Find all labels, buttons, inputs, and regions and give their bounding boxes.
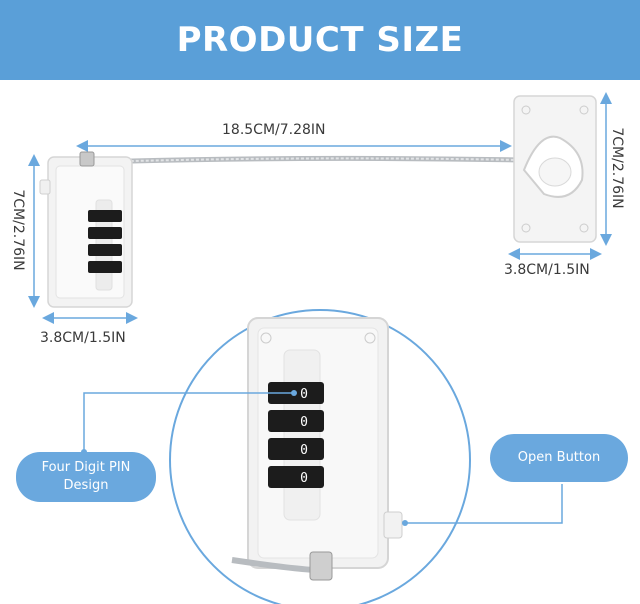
dial-digit: 0 bbox=[300, 471, 308, 486]
right-height-label: 7CM/2.76IN bbox=[609, 127, 625, 209]
pin-callout-line bbox=[83, 392, 292, 452]
dial-digit: 0 bbox=[300, 443, 308, 458]
pin-callout-line1: Four Digit PIN bbox=[41, 460, 131, 475]
open-button-callout-line bbox=[405, 484, 563, 524]
dial-digit: 0 bbox=[300, 415, 308, 430]
open-button-label: Open Button bbox=[517, 450, 601, 465]
pin-design-callout: Four Digit PIN Design bbox=[16, 452, 156, 502]
page-title: PRODUCT SIZE bbox=[176, 20, 464, 60]
header-banner: PRODUCT SIZE bbox=[0, 0, 640, 80]
pin-callout-line2: Design bbox=[63, 478, 109, 493]
small-lock-dials bbox=[88, 210, 122, 273]
zoomed-dials bbox=[268, 382, 324, 488]
anchor-plate bbox=[513, 95, 597, 243]
dial-digit: 0 bbox=[300, 387, 308, 402]
cable-length-label: 18.5CM/7.28IN bbox=[222, 122, 326, 138]
left-height-label: 7CM/2.76IN bbox=[10, 189, 26, 271]
right-width-label: 3.8CM/1.5IN bbox=[504, 262, 590, 278]
left-width-label: 3.8CM/1.5IN bbox=[40, 330, 126, 346]
open-button-callout: Open Button bbox=[490, 434, 628, 482]
